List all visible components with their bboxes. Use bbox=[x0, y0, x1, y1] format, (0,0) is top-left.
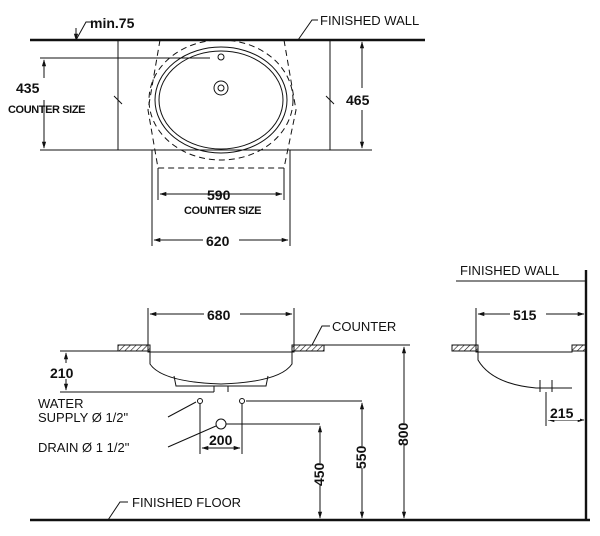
dim-435-value: 435 bbox=[16, 80, 40, 96]
dim-210-value: 210 bbox=[50, 365, 74, 381]
dim-450-gap bbox=[312, 463, 328, 485]
plan-drain-inner bbox=[217, 84, 225, 92]
plan-bowl-outer bbox=[148, 39, 294, 161]
water-supply-label-2: SUPPLY Ø 1/2" bbox=[38, 410, 129, 425]
supply-right bbox=[239, 398, 245, 404]
floor-label: FINISHED FLOOR bbox=[132, 495, 241, 510]
plan-bowl-inner2 bbox=[158, 50, 284, 150]
plan-basin-dashed bbox=[147, 39, 297, 169]
dim-515-gap bbox=[510, 306, 546, 322]
front-basin-drain bbox=[173, 375, 269, 387]
front-basin-rim bbox=[147, 345, 295, 353]
dim-465-gap bbox=[355, 88, 369, 110]
counter-leader bbox=[311, 325, 330, 346]
floor-leader bbox=[107, 501, 128, 521]
dim-215-gap bbox=[548, 406, 580, 420]
counter-label: COUNTER bbox=[332, 319, 396, 334]
front-elevation: 680 COUNTER 210 WATER SUPPLY Ø 1/2" DRAI… bbox=[30, 306, 590, 522]
dim-800-gap bbox=[396, 423, 412, 445]
side-basin-drain bbox=[539, 380, 553, 392]
front-counter-right bbox=[291, 344, 325, 352]
dim-590-value: 590 bbox=[207, 187, 231, 203]
min-offset-value: min.75 bbox=[90, 15, 135, 31]
plan-wall-leader bbox=[297, 19, 318, 41]
counter-size-left-label: COUNTER SIZE bbox=[8, 104, 85, 116]
plan-faucet-hole bbox=[217, 53, 225, 61]
dim-550-value: 550 bbox=[353, 445, 369, 469]
water-supply-label-1: WATER bbox=[38, 396, 84, 411]
plan-wall-label: FINISHED WALL bbox=[320, 13, 419, 28]
supply-left bbox=[197, 398, 203, 404]
front-basin-bowl bbox=[149, 352, 293, 385]
dim-450-value: 450 bbox=[311, 462, 327, 486]
dim-215-value: 215 bbox=[550, 405, 574, 421]
dim-620-gap bbox=[203, 232, 239, 248]
plan-bowl-inner bbox=[154, 46, 288, 154]
dim-620-value: 620 bbox=[206, 233, 230, 249]
front-counter-left bbox=[117, 344, 151, 352]
water-supply-leader bbox=[167, 401, 197, 418]
side-counter-right bbox=[571, 344, 587, 352]
drain-outlet bbox=[215, 418, 227, 430]
plan-drain bbox=[213, 80, 229, 96]
side-elevation: FINISHED WALL 515 215 bbox=[451, 263, 588, 520]
dim-800-value: 800 bbox=[395, 422, 411, 446]
side-basin-bowl bbox=[477, 352, 572, 389]
drain-label: DRAIN Ø 1 1/2" bbox=[38, 440, 130, 455]
plan-break-right bbox=[325, 95, 335, 105]
dim-550-gap bbox=[354, 446, 370, 468]
side-basin-rim bbox=[475, 345, 573, 353]
plan-break-left bbox=[113, 95, 123, 105]
dim-515-value: 515 bbox=[513, 307, 537, 323]
side-counter-left bbox=[451, 344, 479, 352]
min-offset-leader bbox=[75, 21, 92, 41]
drain-leader bbox=[167, 425, 217, 448]
counter-size-bottom-label: COUNTER SIZE bbox=[184, 205, 261, 217]
plan-view: FINISHED WALL min.75 435 COUNTER SIZE bbox=[8, 13, 425, 249]
dim-210-gap bbox=[58, 363, 74, 379]
side-wall-label: FINISHED WALL bbox=[460, 263, 559, 278]
dim-465-value: 465 bbox=[346, 92, 370, 108]
dim-435-gap bbox=[38, 78, 52, 100]
dim-680-gap bbox=[204, 306, 240, 322]
dim-680-value: 680 bbox=[207, 307, 231, 323]
dim-200-value: 200 bbox=[209, 432, 233, 448]
